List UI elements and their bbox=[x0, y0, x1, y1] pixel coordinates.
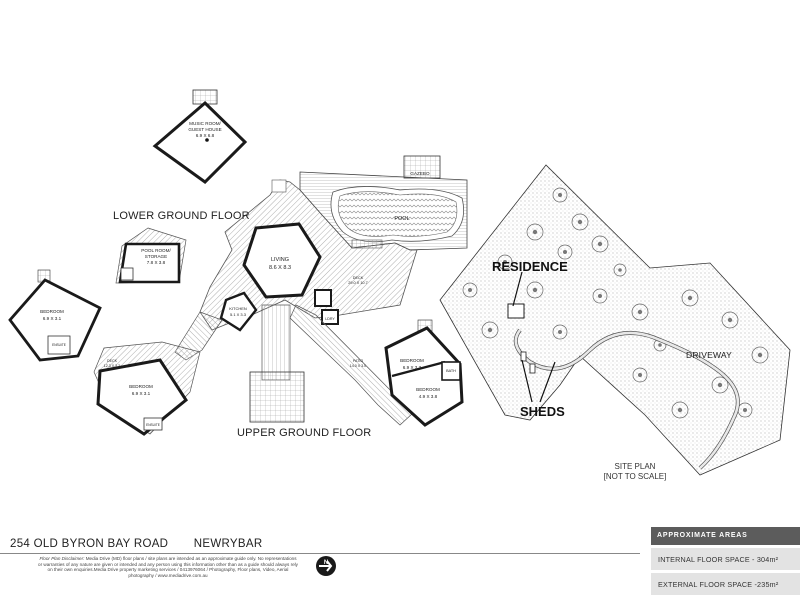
bedroom-e2-label: BEDROOM bbox=[416, 387, 440, 392]
bedroom-e1-label: BEDROOM bbox=[400, 358, 424, 363]
music-room bbox=[152, 89, 248, 184]
deck-dims: 29.0 X 10.7 bbox=[348, 281, 367, 285]
sheds-label: SHEDS bbox=[520, 404, 565, 419]
suburb: NEWRYBAR bbox=[193, 538, 263, 550]
pool-room-dims: 7.8 X 3.8 bbox=[147, 260, 166, 265]
kitchen-label: KITCHEN bbox=[229, 306, 247, 311]
ensuite-west-label: ENSUITE bbox=[52, 343, 66, 347]
gazebo-label: GAZEBO bbox=[410, 171, 430, 176]
bedroom-west-dims: 6.9 X 3.1 bbox=[43, 316, 62, 321]
residence-label: RESIDENCE bbox=[492, 259, 568, 274]
pool-room-label: POOL ROOM/ bbox=[141, 248, 171, 253]
disclaimer-text: Media Drive (MD) floor plans / site plan… bbox=[38, 556, 298, 578]
approximate-areas-panel: APPROXIMATE AREAS INTERNAL FLOOR SPACE -… bbox=[651, 527, 800, 600]
storage-label: STORAGE bbox=[145, 254, 167, 259]
room-labels: MUSIC ROOM/ GUEST HOUSE 6.9 X 6.8 GAZEBO… bbox=[40, 121, 456, 427]
bath-label: BATH bbox=[446, 369, 456, 373]
external-floor-space: EXTERNAL FLOOR SPACE -235m² bbox=[651, 570, 800, 595]
bedroom-mid-label: BEDROOM bbox=[129, 384, 153, 389]
bedroom-west bbox=[8, 269, 102, 362]
not-to-scale-note: [NOT TO SCALE] bbox=[603, 472, 667, 481]
walkways bbox=[174, 304, 414, 426]
site-plan-title: SITE PLAN bbox=[614, 462, 656, 471]
footer-divider bbox=[0, 553, 640, 554]
disclaimer: Floor Plan Disclaimer: Media Drive (MD) … bbox=[38, 556, 298, 578]
pool-room bbox=[115, 227, 187, 284]
deck-label: DECK bbox=[353, 276, 364, 280]
living-wing bbox=[199, 179, 418, 332]
bedroom-e1-dims: 6.9 X 3.3 bbox=[403, 365, 422, 370]
svg-text:N: N bbox=[324, 560, 328, 566]
deck-mid-dims: 12.3 X 3.2 bbox=[104, 364, 120, 368]
patio-dims: 14.0 X 3.0 bbox=[350, 364, 366, 368]
bedroom-e2-dims: 4.9 X 3.8 bbox=[419, 394, 438, 399]
laundry-label: LDRY bbox=[325, 317, 335, 321]
bedroom-east bbox=[384, 319, 464, 427]
bedroom-west-label: BEDROOM bbox=[40, 309, 64, 314]
upper-ground-floor-label: UPPER GROUND FLOOR bbox=[237, 427, 372, 439]
living-dims: 8.6 X 8.3 bbox=[269, 265, 291, 271]
bedroom-mid-dims: 6.9 X 3.1 bbox=[132, 391, 151, 396]
street-address: 254 OLD BYRON BAY ROAD bbox=[10, 538, 169, 550]
pool-area bbox=[299, 155, 468, 251]
site-plan bbox=[439, 164, 791, 476]
patio-label: PATIO bbox=[353, 359, 363, 363]
pool-label: POOL bbox=[394, 216, 409, 222]
music-room-dims: 6.9 X 6.8 bbox=[196, 133, 215, 138]
driveway-label: DRIVEWAY bbox=[686, 350, 732, 360]
guest-house-label: GUEST HOUSE bbox=[188, 127, 221, 132]
ensuite-mid-label: ENSUITE bbox=[146, 423, 160, 427]
internal-floor-space: INTERNAL FLOOR SPACE - 304m² bbox=[651, 545, 800, 570]
north-arrow-icon: N bbox=[316, 556, 336, 576]
deck-mid-label: DECK bbox=[107, 359, 118, 363]
property-address: 254 OLD BYRON BAY ROAD NEWRYBAR bbox=[10, 538, 284, 550]
living-label: LIVING bbox=[271, 257, 289, 263]
areas-header: APPROXIMATE AREAS bbox=[651, 527, 800, 545]
site-plan-note: SITE PLAN [NOT TO SCALE] bbox=[580, 462, 690, 482]
music-room-label: MUSIC ROOM/ bbox=[189, 121, 221, 126]
kitchen-dims: 5.1 X 3.3 bbox=[230, 312, 247, 317]
lower-ground-floor-label: LOWER GROUND FLOOR bbox=[113, 210, 250, 222]
bedroom-mid bbox=[93, 341, 201, 436]
disclaimer-title: Floor Plan Disclaimer: bbox=[39, 556, 85, 561]
